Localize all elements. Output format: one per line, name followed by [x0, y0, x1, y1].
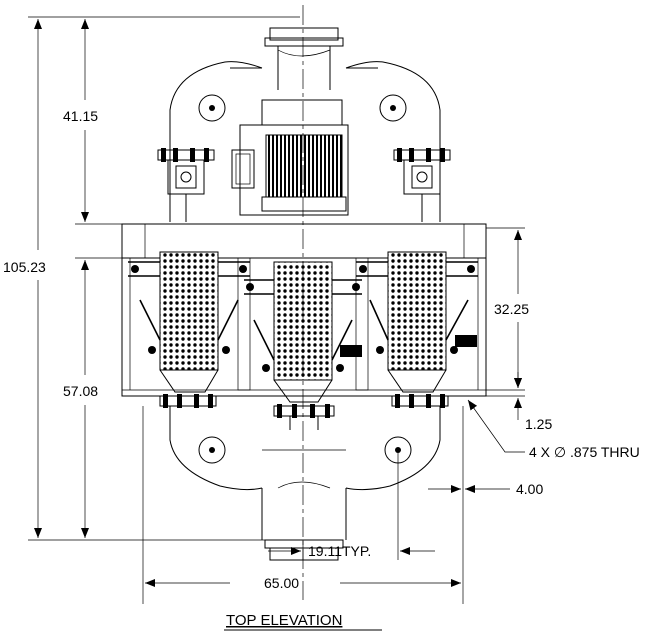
dim-lower-height: 57.08: [63, 383, 98, 399]
dim-overall-height: 105.23: [3, 259, 46, 275]
dimension-lines: [28, 16, 525, 604]
dim-upper-height: 41.15: [63, 108, 98, 124]
dim-frame-depth: 32.25: [494, 301, 529, 317]
equipment-outline: [121, 5, 487, 600]
view-title: TOP ELEVATION: [226, 612, 342, 629]
dim-small-offset: 1.25: [525, 416, 552, 432]
dim-spacing: 19.11TYP.: [308, 543, 371, 559]
dim-edge-offset: 4.00: [516, 481, 543, 497]
dim-holes-note: 4 X ∅ .875 THRU: [529, 444, 640, 460]
dimension-labels: 105.23 41.15 57.08 32.25 1.25 4 X ∅ .875…: [0, 108, 640, 631]
dim-overall-width: 65.00: [264, 575, 299, 591]
